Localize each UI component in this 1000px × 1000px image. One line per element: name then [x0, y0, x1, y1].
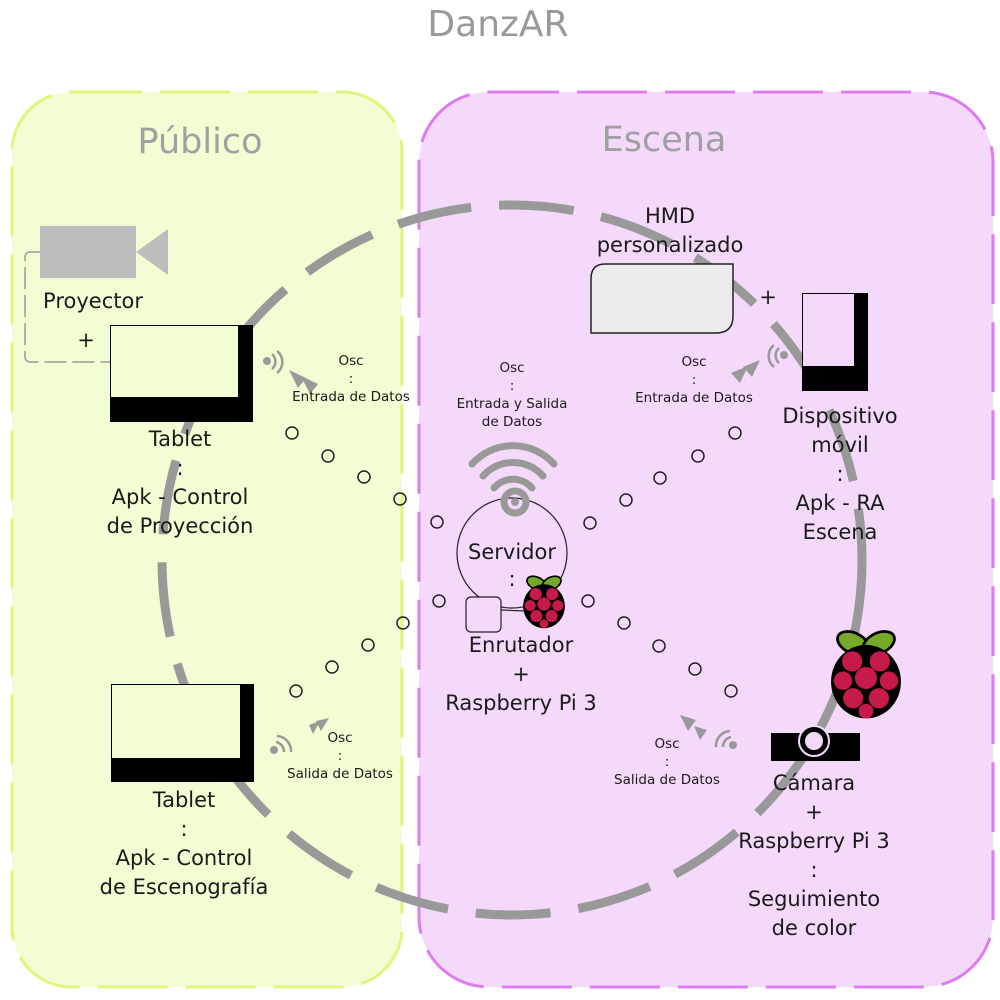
- osc-direction: Entrada de Datos: [292, 389, 410, 405]
- plus-sign: +: [759, 285, 777, 309]
- tablet1-app-line2: de Proyección: [106, 514, 254, 538]
- servidor-router: Enrutador: [468, 633, 574, 657]
- separator: :: [810, 858, 818, 882]
- wifi-icon: [468, 442, 558, 517]
- hmd-subtitle: personalizado: [596, 233, 744, 257]
- separator: :: [508, 567, 516, 591]
- plus-sign: +: [805, 800, 823, 824]
- mobile-device-icon: [802, 293, 868, 391]
- osc-label-camara: Osc : Salida de Datos: [614, 735, 720, 789]
- camara-function-line2: de color: [771, 916, 857, 940]
- osc-label-servidor: Osc : Entrada y Salida de Datos: [457, 359, 568, 431]
- servidor-label: Enrutador + Raspberry Pi 3: [445, 631, 597, 718]
- raspberry-pi-logo: [831, 630, 901, 719]
- zone-label-escena: Escena: [601, 120, 727, 160]
- network-ring: [157, 200, 867, 920]
- tablet2-app-line2: de Escenografía: [99, 875, 269, 899]
- hmd-label: HMD personalizado: [597, 202, 744, 260]
- tablet1-label: Tablet : Apk - Control de Proyección: [107, 425, 254, 541]
- tablet1-title: Tablet: [148, 427, 212, 451]
- raspberry-pi-logo-small: [523, 575, 565, 629]
- router-icon: [465, 596, 502, 633]
- separator: :: [664, 754, 670, 770]
- hmd-icon: [590, 263, 734, 334]
- camara-label: Cámara + Raspberry Pi 3 : Seguimiento de…: [738, 769, 890, 943]
- osc-protocol: Osc: [654, 736, 680, 752]
- projector-link: [24, 251, 110, 363]
- camara-title: Cámara: [772, 771, 856, 795]
- signal-icon: [263, 344, 788, 754]
- projector-icon: [40, 226, 168, 278]
- osc-direction: Salida de Datos: [287, 766, 393, 782]
- separator: :: [348, 371, 354, 387]
- separator: :: [509, 378, 515, 394]
- zone-publico: [10, 90, 404, 989]
- camara-raspberry: Raspberry Pi 3: [738, 829, 890, 853]
- movil-title-line2: móvil: [811, 433, 869, 457]
- osc-direction-line2: de Datos: [481, 414, 543, 430]
- tablet2-label: Tablet : Apk - Control de Escenografía: [100, 786, 269, 902]
- tablet1-app: Apk - Control: [111, 485, 249, 509]
- osc-protocol: Osc: [681, 354, 707, 370]
- server-circle: [456, 497, 568, 609]
- camara-function: Seguimiento: [747, 887, 881, 911]
- movil-app: Apk - RA: [795, 491, 885, 515]
- tablet-escenografia-icon: [111, 684, 254, 782]
- separator: :: [836, 462, 844, 486]
- separator: :: [180, 817, 188, 841]
- osc-direction: Entrada de Datos: [635, 390, 753, 406]
- diagram-title: DanzAR: [427, 4, 569, 45]
- separator: :: [691, 372, 697, 388]
- camera-icon: [771, 725, 860, 761]
- osc-protocol: Osc: [338, 353, 364, 369]
- osc-label-movil: Osc : Entrada de Datos: [635, 353, 753, 407]
- separator: :: [176, 456, 184, 480]
- osc-direction: Salida de Datos: [614, 772, 720, 788]
- movil-label: Dispositivo móvil : Apk - RA Escena: [782, 402, 897, 547]
- dotted-links: [285, 426, 742, 698]
- tablet2-title: Tablet: [152, 788, 216, 812]
- tablet-proyeccion-icon: [110, 325, 253, 422]
- plus-sign: +: [512, 662, 530, 686]
- separator: :: [337, 748, 343, 764]
- zone-label-publico: Público: [137, 122, 263, 162]
- proyector-label: Proyector: [43, 289, 143, 313]
- plus-sign: +: [77, 328, 95, 352]
- osc-direction: Entrada y Salida: [456, 396, 568, 412]
- servidor-title: Servidor: [468, 540, 556, 564]
- arrow-icon: [289, 360, 760, 740]
- hmd-title: HMD: [644, 204, 696, 228]
- osc-label-tablet1: Osc : Entrada de Datos: [292, 352, 410, 406]
- tablet2-app: Apk - Control: [115, 846, 253, 870]
- osc-protocol: Osc: [499, 360, 525, 376]
- osc-label-tablet2: Osc : Salida de Datos: [287, 729, 393, 783]
- movil-title: Dispositivo: [782, 404, 898, 428]
- servidor-raspberry: Raspberry Pi 3: [445, 691, 597, 715]
- movil-app-line2: Escena: [802, 520, 878, 544]
- osc-protocol: Osc: [327, 730, 353, 746]
